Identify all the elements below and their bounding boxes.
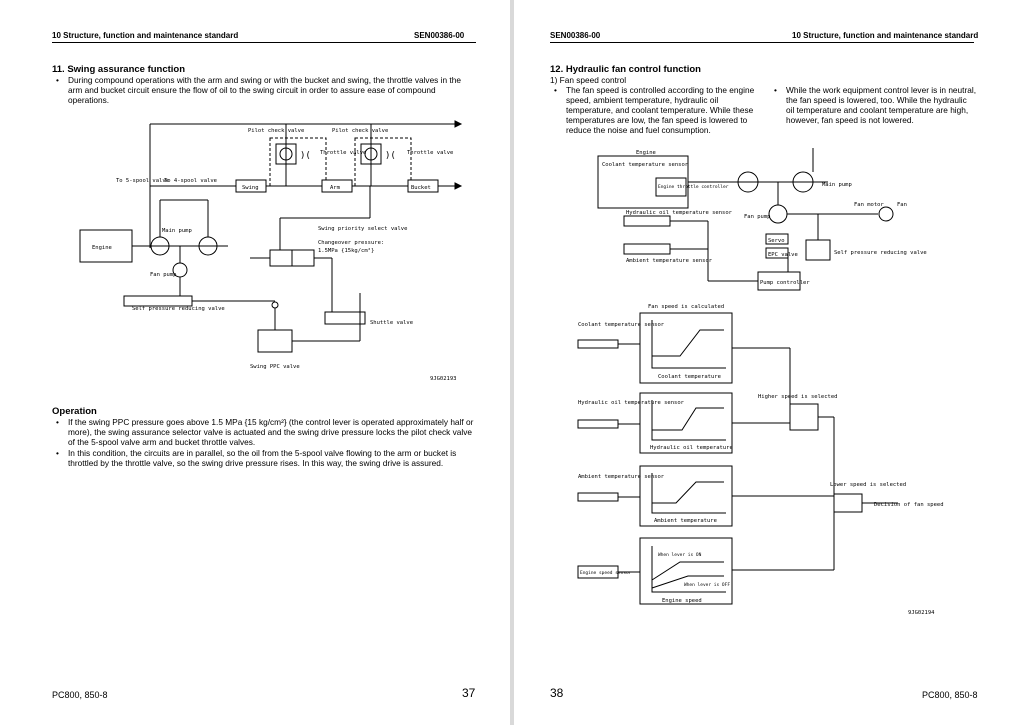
page-number: 37	[462, 686, 476, 700]
label-engine: Engine	[92, 245, 112, 251]
header-rule	[52, 42, 476, 43]
footer-model: PC800, 850-8	[922, 690, 978, 700]
label-hyd-oil-sensor: Hydraulic oil temperature sensor	[578, 400, 685, 406]
label-coolant-temp-sensor: Coolant temperature sensor	[578, 322, 665, 328]
label-engine-throttle: Engine throttle controller	[658, 184, 729, 190]
label-arm: Arm	[330, 185, 341, 191]
subsection-title: 1) Fan speed control	[550, 75, 627, 85]
header-chapter: 10 Structure, function and maintenance s…	[52, 31, 239, 40]
page-number: 38	[550, 686, 564, 700]
label-higher-selected: Higher speed is selected	[758, 394, 837, 400]
operation-bullet-1: •If the swing PPC pressure goes above 1.…	[56, 417, 474, 447]
label-lower-selected: Lower speed is selected	[830, 482, 906, 488]
fan-bullet-1: •The fan speed is controlled according t…	[554, 85, 755, 135]
right-page: SEN00386-00 10 Structure, function and m…	[514, 0, 1024, 725]
label-coolant-sensor: Coolant temperature sensor	[602, 162, 689, 168]
operation-bullet-2: •In this condition, the circuits are in …	[56, 448, 457, 468]
label-fan-pump: Fan pump	[744, 214, 771, 220]
axis-ambient-temperature: Ambient temperature	[654, 518, 717, 524]
label-fan: Fan	[897, 202, 907, 208]
label-pilot-check-1: Pilot check valve	[248, 128, 304, 134]
operation-title: Operation	[52, 406, 97, 417]
section-title: 11. Swing assurance function	[52, 64, 186, 75]
intro-text: During compound operations with the arm …	[68, 75, 461, 105]
label-pilot-check-2: Pilot check valve	[332, 128, 388, 134]
label-engine-speed-sensor: Engine speed sensor	[580, 570, 632, 576]
label-changeover: Changeover pressure:	[318, 240, 384, 246]
label-servo: Servo	[768, 238, 785, 244]
header-rule	[550, 42, 974, 43]
label-main-pump: Main pump	[162, 228, 192, 234]
header-doc-code: SEN00386-00	[550, 31, 601, 40]
figure-code: 9JG02194	[908, 610, 935, 616]
left-page: 10 Structure, function and maintenance s…	[0, 0, 510, 725]
label-main-pump: Main pump	[822, 182, 852, 188]
axis-engine-speed: Engine speed	[662, 598, 702, 604]
label-bucket: Bucket	[411, 185, 431, 191]
label-ambient-sensor: Ambient temperature sensor	[626, 258, 713, 264]
label-fan-motor: Fan motor	[854, 202, 884, 208]
label-epc-valve: EPC valve	[768, 252, 798, 258]
label-fan-pump: Fan pump	[150, 272, 177, 278]
svg-text:)(: )(	[385, 151, 396, 161]
label-throttle-1: Throttle valve	[320, 150, 366, 156]
svg-text:)(: )(	[300, 151, 311, 161]
fan-control-diagram: Engine Coolant temperature sensor Engine…	[577, 148, 944, 616]
section-title: 12. Hydraulic fan control function	[550, 64, 701, 75]
label-pump-controller: Pump controller	[760, 280, 810, 286]
label-when-lever-on: When lever is ON	[658, 552, 702, 558]
label-when-lever-off: When lever is OFF	[684, 582, 730, 588]
header-chapter: 10 Structure, function and maintenance s…	[792, 31, 979, 40]
axis-hydraulic-oil-temperature: Hydraulic oil temperature	[650, 445, 733, 451]
label-swing: Swing	[242, 185, 259, 191]
label-changeover-value: 1.5MPa {15kg/cm²}	[318, 247, 374, 254]
header-doc-code: SEN00386-00	[414, 31, 465, 40]
fan-bullet-2: •While the work equipment control lever …	[774, 85, 976, 125]
label-fan-speed-calc: Fan speed is calculated	[648, 304, 724, 310]
label-throttle-2: Throttle valve	[407, 150, 453, 156]
label-self-pressure: Self pressure reducing valve	[834, 250, 927, 256]
label-shuttle: Shuttle valve	[370, 320, 413, 326]
figure-code: 9JG02193	[430, 376, 457, 382]
label-to-5spool: To 5-spool valve	[116, 178, 169, 184]
label-self-pressure: Self pressure reducing valve	[132, 306, 225, 312]
label-hyd-sensor: Hydraulic oil temperature sensor	[626, 210, 733, 216]
footer-model: PC800, 850-8	[52, 690, 108, 700]
page-gutter	[510, 0, 514, 725]
label-to-4spool: To 4-spool valve	[164, 178, 217, 184]
label-ambient-temp-sensor: Ambient temperature sensor	[578, 474, 665, 480]
axis-coolant-temperature: Coolant temperature	[658, 374, 721, 380]
label-decision: Decision of fan speed	[874, 502, 944, 508]
intro-bullet: •During compound operations with the arm…	[56, 75, 461, 105]
swing-assurance-diagram: )( )(	[79, 120, 463, 382]
label-swing-priority: Swing priority select valve	[318, 226, 407, 232]
label-swing-ppc: Swing PPC valve	[250, 364, 300, 370]
label-engine: Engine	[636, 150, 656, 156]
